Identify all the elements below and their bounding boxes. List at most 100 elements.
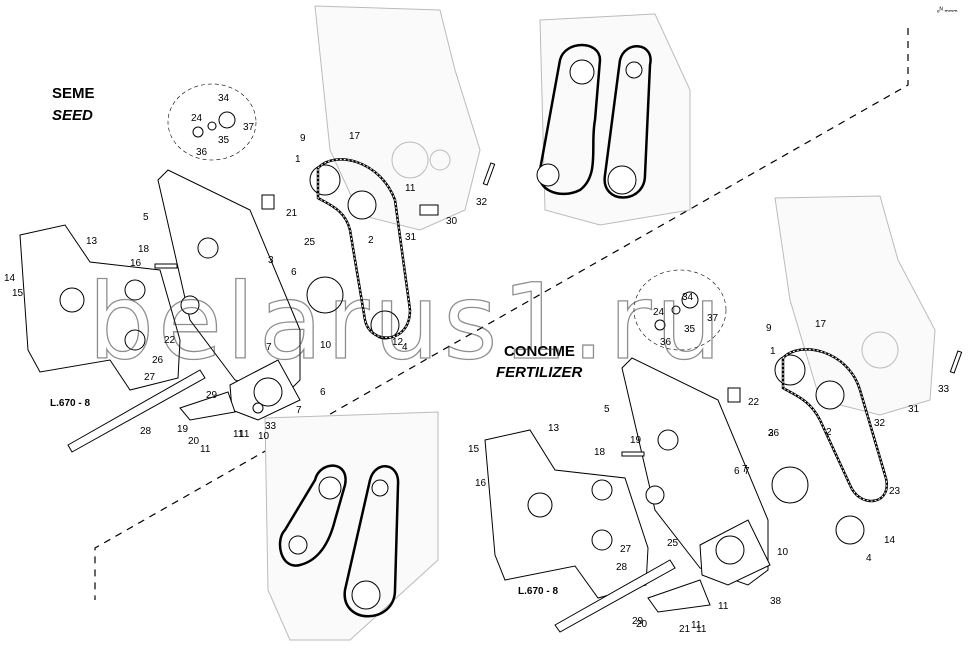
fert-callout-5: 5 [604, 404, 610, 415]
seed-callout-33: 33 [265, 421, 277, 432]
seed-callout-16: 16 [130, 258, 142, 269]
fert-title-it: CONCIME [504, 343, 575, 360]
seed-callout-1: 1 [295, 154, 301, 165]
seed-callout-17: 17 [349, 131, 361, 142]
seed-callout-27: 27 [144, 372, 156, 383]
seed-callout-14: 14 [4, 273, 16, 284]
seed-callout-9: 9 [300, 133, 306, 144]
seed-callout-6: 6 [291, 267, 297, 278]
seed-callout-11: 11 [200, 444, 211, 455]
fert-callout-22: 22 [748, 397, 760, 408]
fert-callout-37: 37 [707, 313, 719, 324]
fert-callout-34: 34 [682, 292, 694, 303]
cover-plate-13-fert [484, 429, 649, 599]
seed-callout-28: 28 [140, 426, 152, 437]
seed-callout-6: 6 [320, 387, 326, 398]
fert-callout-38: 38 [770, 596, 782, 607]
seed-callout-19: 19 [177, 424, 189, 435]
seed-callout-20: 20 [188, 436, 200, 447]
fert-callout-7: 7 [742, 464, 748, 475]
fert-callout-4: 4 [866, 553, 872, 564]
fert-shaft-ref: L.670 - 8 [518, 586, 558, 597]
seed-callout-7: 7 [266, 342, 272, 353]
seed-callout-12: 12 [392, 337, 404, 348]
section-divider [94, 28, 909, 600]
fert-callout-36: 36 [660, 337, 672, 348]
seed-callout-11: 11 [233, 429, 244, 440]
seed-callout-30: 30 [446, 216, 458, 227]
fert-callout-23: 23 [889, 486, 901, 497]
fert-callout-25: 25 [667, 538, 679, 549]
seed-callout-18: 18 [138, 244, 150, 255]
seed-callout-29: 29 [206, 390, 218, 401]
fert-callout-14: 14 [884, 535, 896, 546]
seed-shaft-ref: L.670 - 8 [50, 398, 90, 409]
fert-callout-33: 33 [938, 384, 950, 395]
fert-callout-15: 15 [468, 444, 480, 455]
seed-callout-11: 11 [239, 429, 250, 440]
fert-callout-35: 35 [684, 324, 696, 335]
fert-callout-28: 28 [616, 562, 628, 573]
seed-chain-inset [536, 13, 691, 226]
seed-callout-36: 36 [196, 147, 208, 158]
fert-callout-19: 19 [630, 435, 642, 446]
fert-callout-13: 13 [548, 423, 560, 434]
fert-callout-11: 11 [691, 620, 702, 631]
fert-callout-32: 32 [874, 418, 886, 429]
seed-shaft [67, 369, 206, 453]
fert-title-en: FERTILIZER [496, 364, 583, 381]
fert-callout-21: 21 [679, 624, 691, 635]
seed-title-en: SEED [52, 107, 93, 124]
fert-callout-7: 7 [744, 466, 750, 477]
seed-callout-11: 11 [405, 183, 416, 194]
fert-callout-27: 27 [620, 544, 632, 555]
sprocket-4 [370, 310, 400, 340]
fert-shaft [554, 559, 676, 633]
fert-callout-3: 3 [768, 428, 774, 439]
fert-callout-1: 1 [770, 346, 776, 357]
seed-callout-15: 15 [12, 288, 24, 299]
seed-callout-21: 21 [286, 208, 298, 219]
fert-callout-9: 9 [766, 323, 772, 334]
fert-callout-10: 10 [777, 547, 789, 558]
seed-callout-22: 22 [164, 335, 176, 346]
fert-callout-31: 31 [908, 404, 920, 415]
seed-callout-3: 3 [268, 255, 274, 266]
sprocket-3 [306, 276, 344, 314]
seed-callout-37: 37 [243, 122, 255, 133]
fert-callout-24: 24 [653, 307, 665, 318]
seed-callout-4: 4 [402, 342, 408, 353]
sprocket-2 [347, 190, 377, 220]
fert-callout-26: 26 [768, 428, 780, 439]
seed-callout-32: 32 [476, 197, 488, 208]
fert-callout-11: 11 [696, 624, 707, 635]
seed-callout-25: 25 [304, 237, 316, 248]
fert-callout-16: 16 [475, 478, 487, 489]
fert-chain-inset [264, 411, 439, 641]
corner-mark: ₑᴺ ₘₘₘ [937, 7, 958, 14]
seed-title-it: SEME [52, 85, 95, 102]
fert-callout-6: 6 [734, 466, 740, 477]
sprocket-1 [309, 164, 341, 196]
seed-callout-31: 31 [405, 232, 417, 243]
seed-callout-10: 10 [258, 431, 270, 442]
seed-callout-7: 7 [296, 405, 302, 416]
seed-callout-13: 13 [86, 236, 98, 247]
seed-section: SEME SEED L.670 - 8 [19, 5, 691, 453]
fert-callout-17: 17 [815, 319, 827, 330]
side-plate-5 [157, 169, 301, 396]
seed-gearbox-housing [314, 5, 481, 231]
watermark: belarus1.ru [88, 261, 725, 383]
fert-callout-11: 11 [718, 601, 729, 612]
seed-callout-26: 26 [152, 355, 164, 366]
fert-callout-20: 20 [636, 619, 648, 630]
seed-callout-24: 24 [191, 113, 203, 124]
seed-callout-10: 10 [320, 340, 332, 351]
fert-callout-2: 2 [826, 427, 832, 438]
seed-callout-35: 35 [218, 135, 230, 146]
seed-callout-2: 2 [368, 235, 374, 246]
fert-callout-18: 18 [594, 447, 606, 458]
seed-callout-5: 5 [143, 212, 149, 223]
seed-callout-34: 34 [218, 93, 230, 104]
